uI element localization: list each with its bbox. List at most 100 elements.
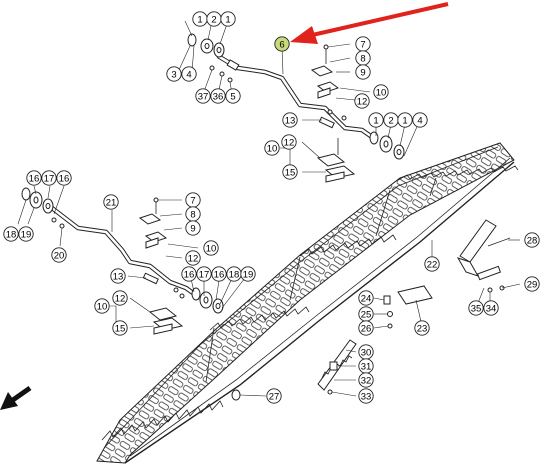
- part-label-circle: [56, 170, 72, 186]
- part-label-number: 18: [229, 269, 240, 280]
- part-label-10: 10: [264, 140, 280, 156]
- part-label-12: 12: [185, 250, 201, 266]
- part-label-number: 15: [115, 323, 126, 334]
- part-label-circle: [103, 194, 119, 210]
- part-label-3: 3: [166, 66, 182, 82]
- part-label-28: 28: [524, 232, 540, 248]
- side-parts: [231, 219, 511, 401]
- part-label-number: 33: [361, 391, 372, 402]
- part-label-number: 10: [206, 243, 217, 254]
- part-label-13: 13: [110, 268, 126, 284]
- part-label-number: 12: [284, 137, 295, 148]
- part-label-36: 36: [210, 88, 226, 104]
- part-label-number: 37: [198, 91, 209, 102]
- part-label-circle: [110, 268, 126, 284]
- part-label-9: 9: [355, 64, 371, 80]
- part-label-number: 7: [190, 195, 195, 206]
- part-label-32: 32: [358, 372, 374, 388]
- part-label-circle: [112, 290, 128, 306]
- part-label-1: 1: [368, 112, 384, 128]
- part-label-circle: [264, 140, 280, 156]
- part-label-circle: [18, 226, 34, 242]
- part-label-number: 12: [357, 96, 368, 107]
- part-label-1: 1: [192, 11, 208, 27]
- part-label-4: 4: [412, 112, 428, 128]
- part-label-16: 16: [211, 266, 227, 282]
- part-label-9: 9: [185, 220, 201, 236]
- part-label-10: 10: [94, 298, 110, 314]
- part-label-number: 4: [417, 115, 422, 126]
- part-label-circle: [358, 388, 374, 404]
- part-label-30: 30: [358, 344, 374, 360]
- part-label-number: 21: [106, 197, 117, 208]
- part-label-26: 26: [358, 320, 374, 336]
- part-label-number: 10: [267, 143, 278, 154]
- direction-arrow: [0, 385, 32, 410]
- pointer-arrow: [290, 2, 449, 44]
- part-label-circle: [414, 320, 430, 336]
- part-label-12: 12: [281, 134, 297, 150]
- part-label-number: 12: [115, 293, 126, 304]
- part-label-number: 34: [486, 303, 497, 314]
- part-label-21: 21: [103, 194, 119, 210]
- part-label-16: 16: [26, 170, 42, 186]
- part-label-18: 18: [3, 226, 19, 242]
- part-label-number: 26: [361, 323, 372, 334]
- part-label-circle: [274, 36, 290, 52]
- part-label-33: 33: [358, 388, 374, 404]
- part-label-16: 16: [181, 266, 197, 282]
- part-label-number: 5: [230, 91, 235, 102]
- part-label-circle: [166, 66, 182, 82]
- part-label-number: 1: [402, 115, 407, 126]
- part-label-circle: [354, 93, 370, 109]
- part-label-number: 13: [113, 271, 124, 282]
- part-label-number: 2: [211, 14, 216, 25]
- part-label-circle: [281, 134, 297, 150]
- part-label-16: 16: [56, 170, 72, 186]
- part-label-circle: [210, 88, 226, 104]
- part-label-circle: [196, 266, 212, 282]
- part-label-circle: [181, 66, 197, 82]
- part-label-20: 20: [51, 247, 67, 263]
- part-label-number: 9: [190, 223, 195, 234]
- part-label-number: 10: [97, 301, 108, 312]
- part-label-15: 15: [282, 164, 298, 180]
- part-label-number: 36: [213, 91, 224, 102]
- part-label-circle: [397, 112, 413, 128]
- part-label-number: 20: [54, 250, 65, 261]
- leader-lines: [17, 20, 521, 397]
- part-label-number: 19: [243, 269, 254, 280]
- part-label-number: 4: [186, 69, 191, 80]
- part-label-circle: [358, 372, 374, 388]
- part-label-circle: [282, 112, 298, 128]
- part-label-18: 18: [226, 266, 242, 282]
- part-label-number: 24: [361, 293, 372, 304]
- part-label-number: 12: [188, 253, 199, 264]
- part-label-24: 24: [358, 290, 374, 306]
- part-label-17: 17: [196, 266, 212, 282]
- part-label-number: 8: [360, 53, 365, 64]
- part-label-1: 1: [397, 112, 413, 128]
- part-label-number: 3: [171, 69, 176, 80]
- part-label-circle: [26, 170, 42, 186]
- part-label-number: 9: [360, 67, 365, 78]
- part-label-number: 32: [361, 375, 372, 386]
- part-label-31: 31: [358, 358, 374, 374]
- part-label-number: 25: [361, 309, 372, 320]
- part-label-number: 18: [6, 229, 17, 240]
- part-label-27: 27: [266, 388, 282, 404]
- part-label-10: 10: [203, 240, 219, 256]
- part-label-number: 22: [427, 259, 438, 270]
- part-label-15: 15: [112, 320, 128, 336]
- part-label-4: 4: [181, 66, 197, 82]
- part-label-circle: [483, 300, 499, 316]
- part-label-10: 10: [373, 84, 389, 100]
- part-label-circle: [94, 298, 110, 314]
- part-label-number: 28: [527, 235, 538, 246]
- part-label-22: 22: [424, 256, 440, 272]
- part-label-circle: [185, 220, 201, 236]
- part-label-number: 19: [21, 229, 32, 240]
